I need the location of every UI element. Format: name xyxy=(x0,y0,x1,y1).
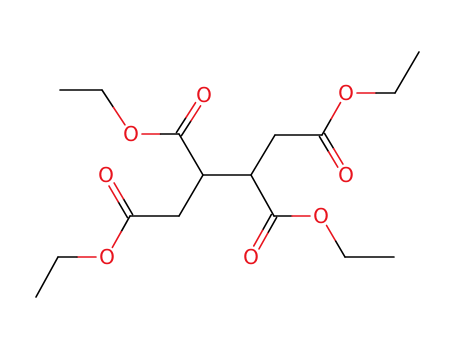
bond-cd2-od2-line2-half-a xyxy=(323,132,335,150)
bond-ca3-oa2-line2-half-b xyxy=(185,101,197,119)
bond-cb3-ob2-line2-half-b xyxy=(258,232,269,250)
bond-c1-cc1 xyxy=(178,174,204,217)
bond-cd2-od-half-a xyxy=(321,117,333,136)
bond-ca3-c1 xyxy=(178,133,204,176)
bond-cc2-oc-half-b xyxy=(111,230,122,249)
bond-cc2-oc2-line1-half-b xyxy=(113,182,125,200)
oxygen-atom-label: O xyxy=(123,122,139,146)
oxygen-atom-label: O xyxy=(313,204,329,228)
bond-cc2-oc2-line1-half-a xyxy=(122,197,134,216)
bond-ce1-ce2 xyxy=(394,51,420,94)
bond-ob-cb2-half-a xyxy=(325,224,337,243)
bond-cd2-od-half-b xyxy=(330,101,342,120)
oxygen-atom-label: O xyxy=(98,163,114,187)
bond-ca2-oa-half-b xyxy=(112,106,126,126)
oxygen-atom-label: O xyxy=(338,81,354,105)
bond-cd2-od2-line1-half-a xyxy=(318,135,330,153)
bond-cd2-od2-line2-half-b xyxy=(332,147,344,165)
bond-ca2-oa-half-a xyxy=(101,89,115,109)
bond-c2-cd1 xyxy=(250,134,276,176)
bond-cc2-oc-half-a xyxy=(120,215,131,233)
bond-cd2-od2-line1-half-b xyxy=(327,151,339,168)
bond-ob-cb2-half-b xyxy=(334,240,346,258)
bond-cb3-ob2-line2-half-a xyxy=(267,216,278,234)
bond-cb3-ob2-line1-half-b xyxy=(252,229,264,247)
oxygen-atom-label: O xyxy=(338,163,354,187)
oxygen-atom-label: O xyxy=(99,245,115,269)
bonds-layer xyxy=(35,51,420,298)
bond-cc2-oc2-line2-half-a xyxy=(117,200,129,219)
bond-ca3-oa2-line1-half-b xyxy=(190,105,202,122)
bond-cf1-cf2 xyxy=(35,256,59,298)
bond-ca3-oa2-line2-half-a xyxy=(175,116,187,134)
oxygen-atom-label: O xyxy=(243,245,259,269)
oxygen-atom-label: O xyxy=(196,83,212,107)
bond-ca3-oa2-line1-half-a xyxy=(180,119,192,137)
bond-cc2-oc2-line2-half-b xyxy=(108,185,119,203)
bond-cb3-ob2-line1-half-a xyxy=(261,213,273,232)
bond-c2-cb3 xyxy=(250,174,275,217)
